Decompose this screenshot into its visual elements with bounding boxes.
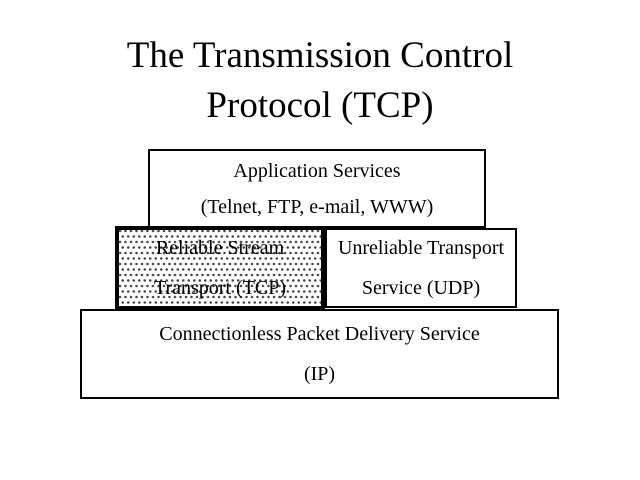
slide-title-line2: Protocol (TCP) bbox=[206, 85, 434, 126]
box-ip-packet-delivery: Connectionless Packet Delivery Service (… bbox=[80, 309, 559, 399]
box-tcp-reliable-stream: Reliable Stream Transport (TCP) bbox=[115, 226, 325, 310]
slide-title-line1: The Transmission Control bbox=[126, 35, 514, 76]
box-udp-line1: Unreliable Transport bbox=[337, 237, 505, 259]
box-tcp-line1: Reliable Stream bbox=[155, 237, 285, 259]
box-application-services-line1: Application Services bbox=[233, 159, 401, 182]
box-udp-line2: Service (UDP) bbox=[361, 277, 481, 299]
box-tcp-line2: Transport (TCP) bbox=[153, 277, 287, 299]
box-ip-line2: (IP) bbox=[303, 363, 336, 385]
box-application-services: Application Services (Telnet, FTP, e-mai… bbox=[148, 149, 486, 228]
box-udp-unreliable-transport: Unreliable Transport Service (UDP) bbox=[325, 228, 517, 308]
slide-title: The Transmission Control Protocol (TCP) bbox=[0, 31, 640, 131]
box-application-services-line2: (Telnet, FTP, e-mail, WWW) bbox=[200, 195, 434, 218]
box-ip-line1: Connectionless Packet Delivery Service bbox=[159, 323, 480, 345]
